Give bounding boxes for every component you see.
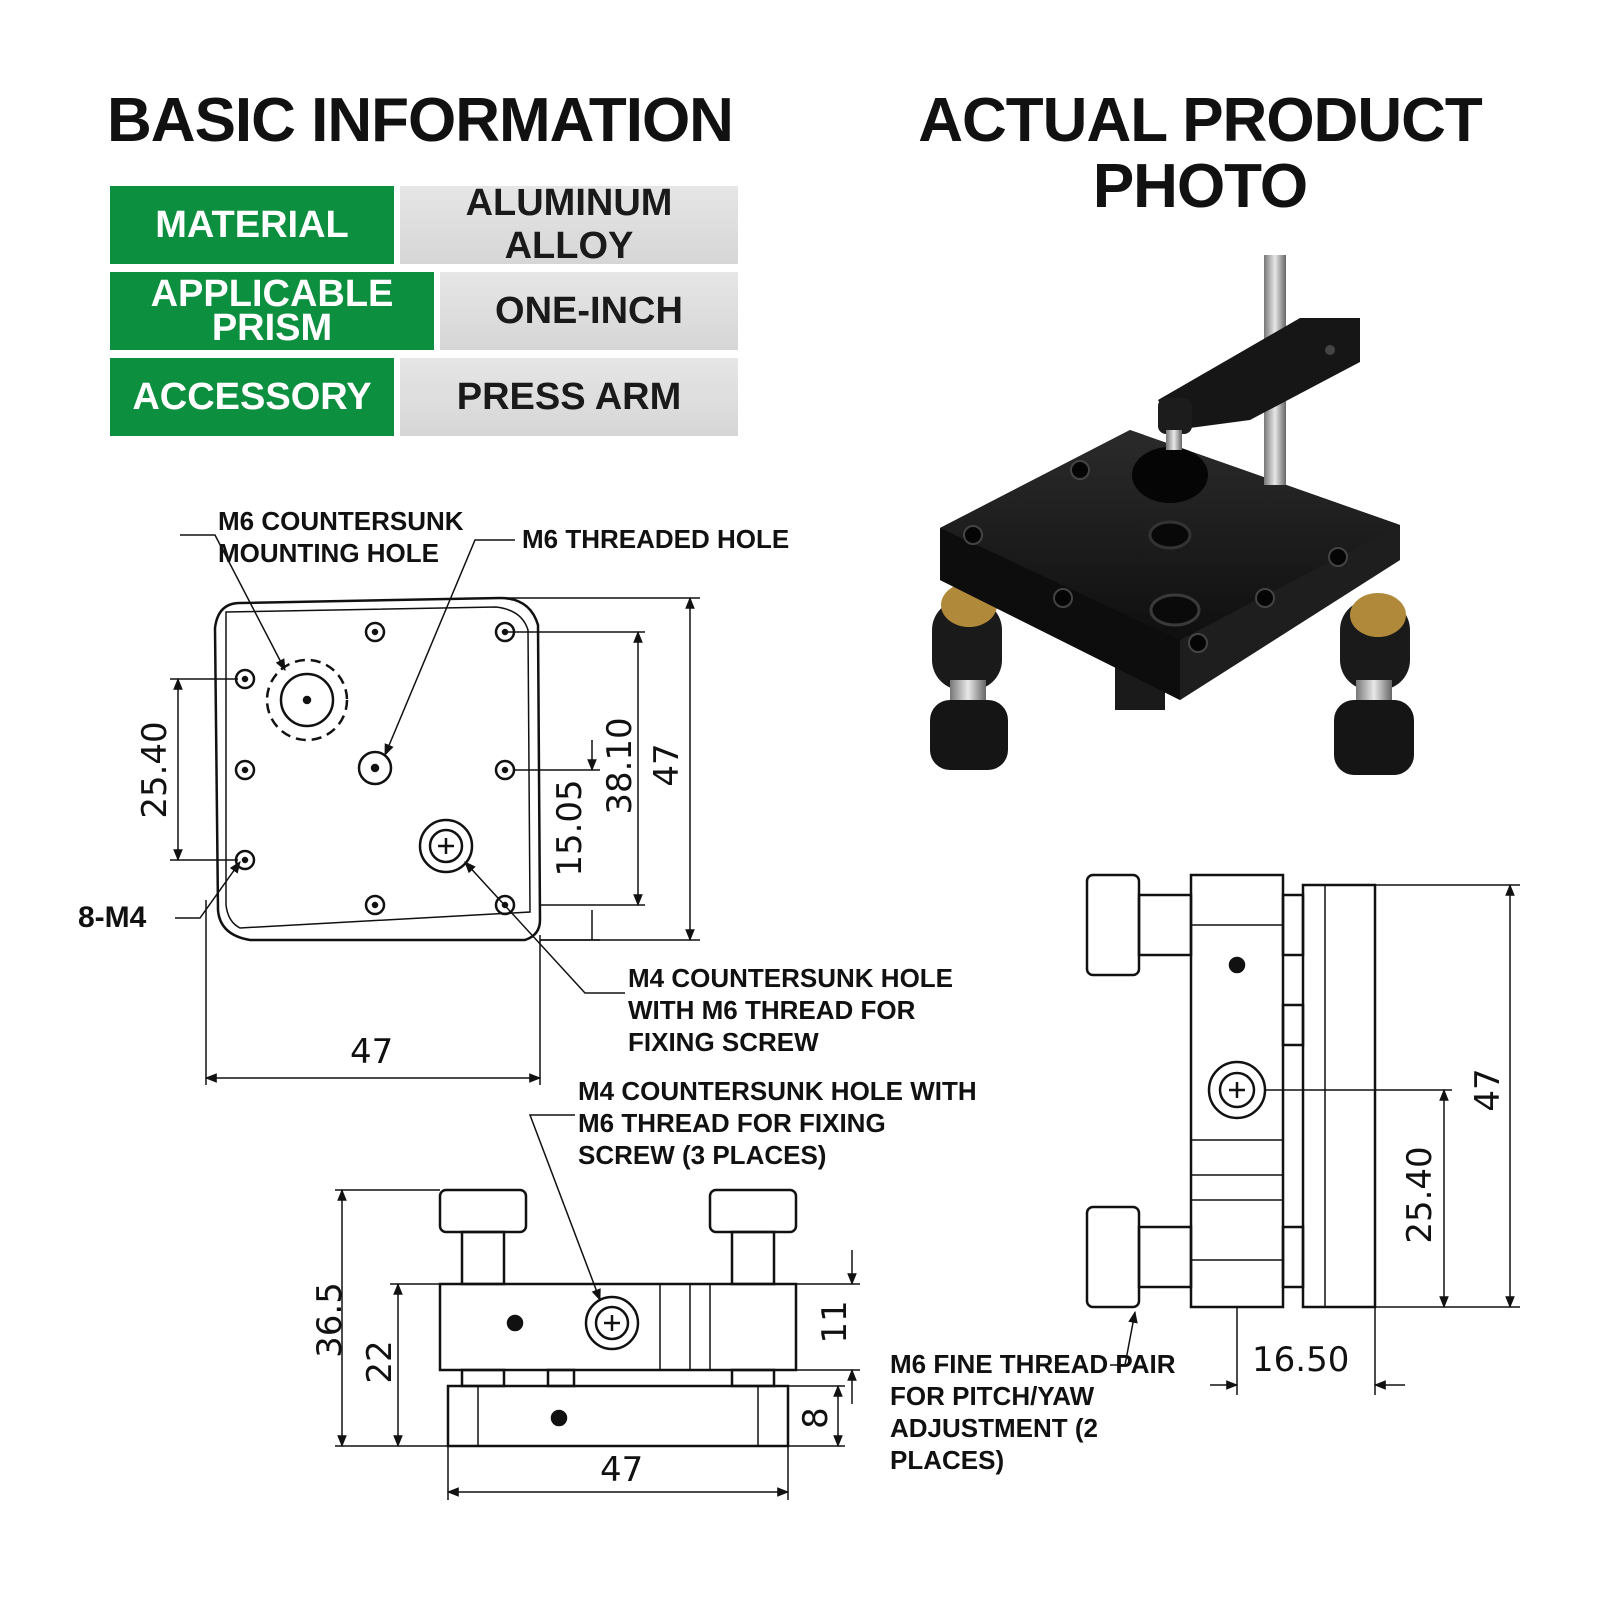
top-width-dim: 47 xyxy=(350,1032,394,1072)
m4-count-callout: 8-M4 xyxy=(78,901,147,934)
m4-countersunk-callout: M4 COUNTERSUNK HOLE WITH M6 THREAD FOR F… xyxy=(628,963,954,1057)
top-25-40-dim: 25.40 xyxy=(135,721,175,819)
side-view-drawing xyxy=(1085,873,1520,1395)
side-47-dim: 47 xyxy=(1468,1068,1508,1112)
basic-info-table: MATERIAL ALUMINUM ALLOY APPLICABLE PRISM… xyxy=(110,182,738,444)
applicable-prism-label: APPLICABLE PRISM xyxy=(110,272,434,350)
material-value: ALUMINUM ALLOY xyxy=(400,182,738,267)
press-arm xyxy=(1158,255,1360,485)
top-38-10-dim: 38.10 xyxy=(600,717,640,815)
product-photo-title: ACTUAL PRODUCT PHOTO xyxy=(918,86,1483,221)
top-view-drawing xyxy=(170,534,700,1085)
front-m4-callout: M4 COUNTERSUNK HOLE WITH M6 THREAD FOR F… xyxy=(578,1076,977,1170)
material-label: MATERIAL xyxy=(110,186,394,264)
top-15-05-dim: 15.05 xyxy=(550,779,590,877)
table-row: MATERIAL ALUMINUM ALLOY xyxy=(110,182,738,267)
front-36-5-dim: 36.5 xyxy=(310,1282,350,1358)
accessory-label: ACCESSORY xyxy=(110,358,394,436)
top-height-dim: 47 xyxy=(647,743,687,787)
accessory-value: PRESS ARM xyxy=(400,358,738,436)
m6-threaded-callout: M6 THREADED HOLE xyxy=(522,524,790,554)
table-row: APPLICABLE PRISM ONE-INCH xyxy=(110,272,738,350)
table-row: ACCESSORY PRESS ARM xyxy=(110,358,738,436)
applicable-prism-value: ONE-INCH xyxy=(440,272,738,350)
front-47-dim: 47 xyxy=(600,1450,644,1490)
front-8-dim: 8 xyxy=(796,1407,836,1429)
m6-countersunk-callout: M6 COUNTERSUNK MOUNTING HOLE xyxy=(218,506,464,568)
basic-information-title: BASIC INFORMATION xyxy=(107,86,734,155)
mounting-plate xyxy=(940,430,1400,700)
side-25-40-dim: 25.40 xyxy=(1400,1146,1440,1244)
front-22-dim: 22 xyxy=(360,1340,400,1384)
adjustment-knob-left xyxy=(930,583,1008,770)
front-11-dim: 11 xyxy=(815,1300,855,1344)
product-photo xyxy=(930,255,1414,775)
adjustment-knob-right xyxy=(1334,593,1414,775)
fine-thread-callout: M6 FINE THREAD PAIR FOR PITCH/YAW ADJUST… xyxy=(890,1349,1176,1475)
front-view-drawing xyxy=(335,1114,860,1500)
side-16-50-dim: 16.50 xyxy=(1252,1340,1350,1380)
